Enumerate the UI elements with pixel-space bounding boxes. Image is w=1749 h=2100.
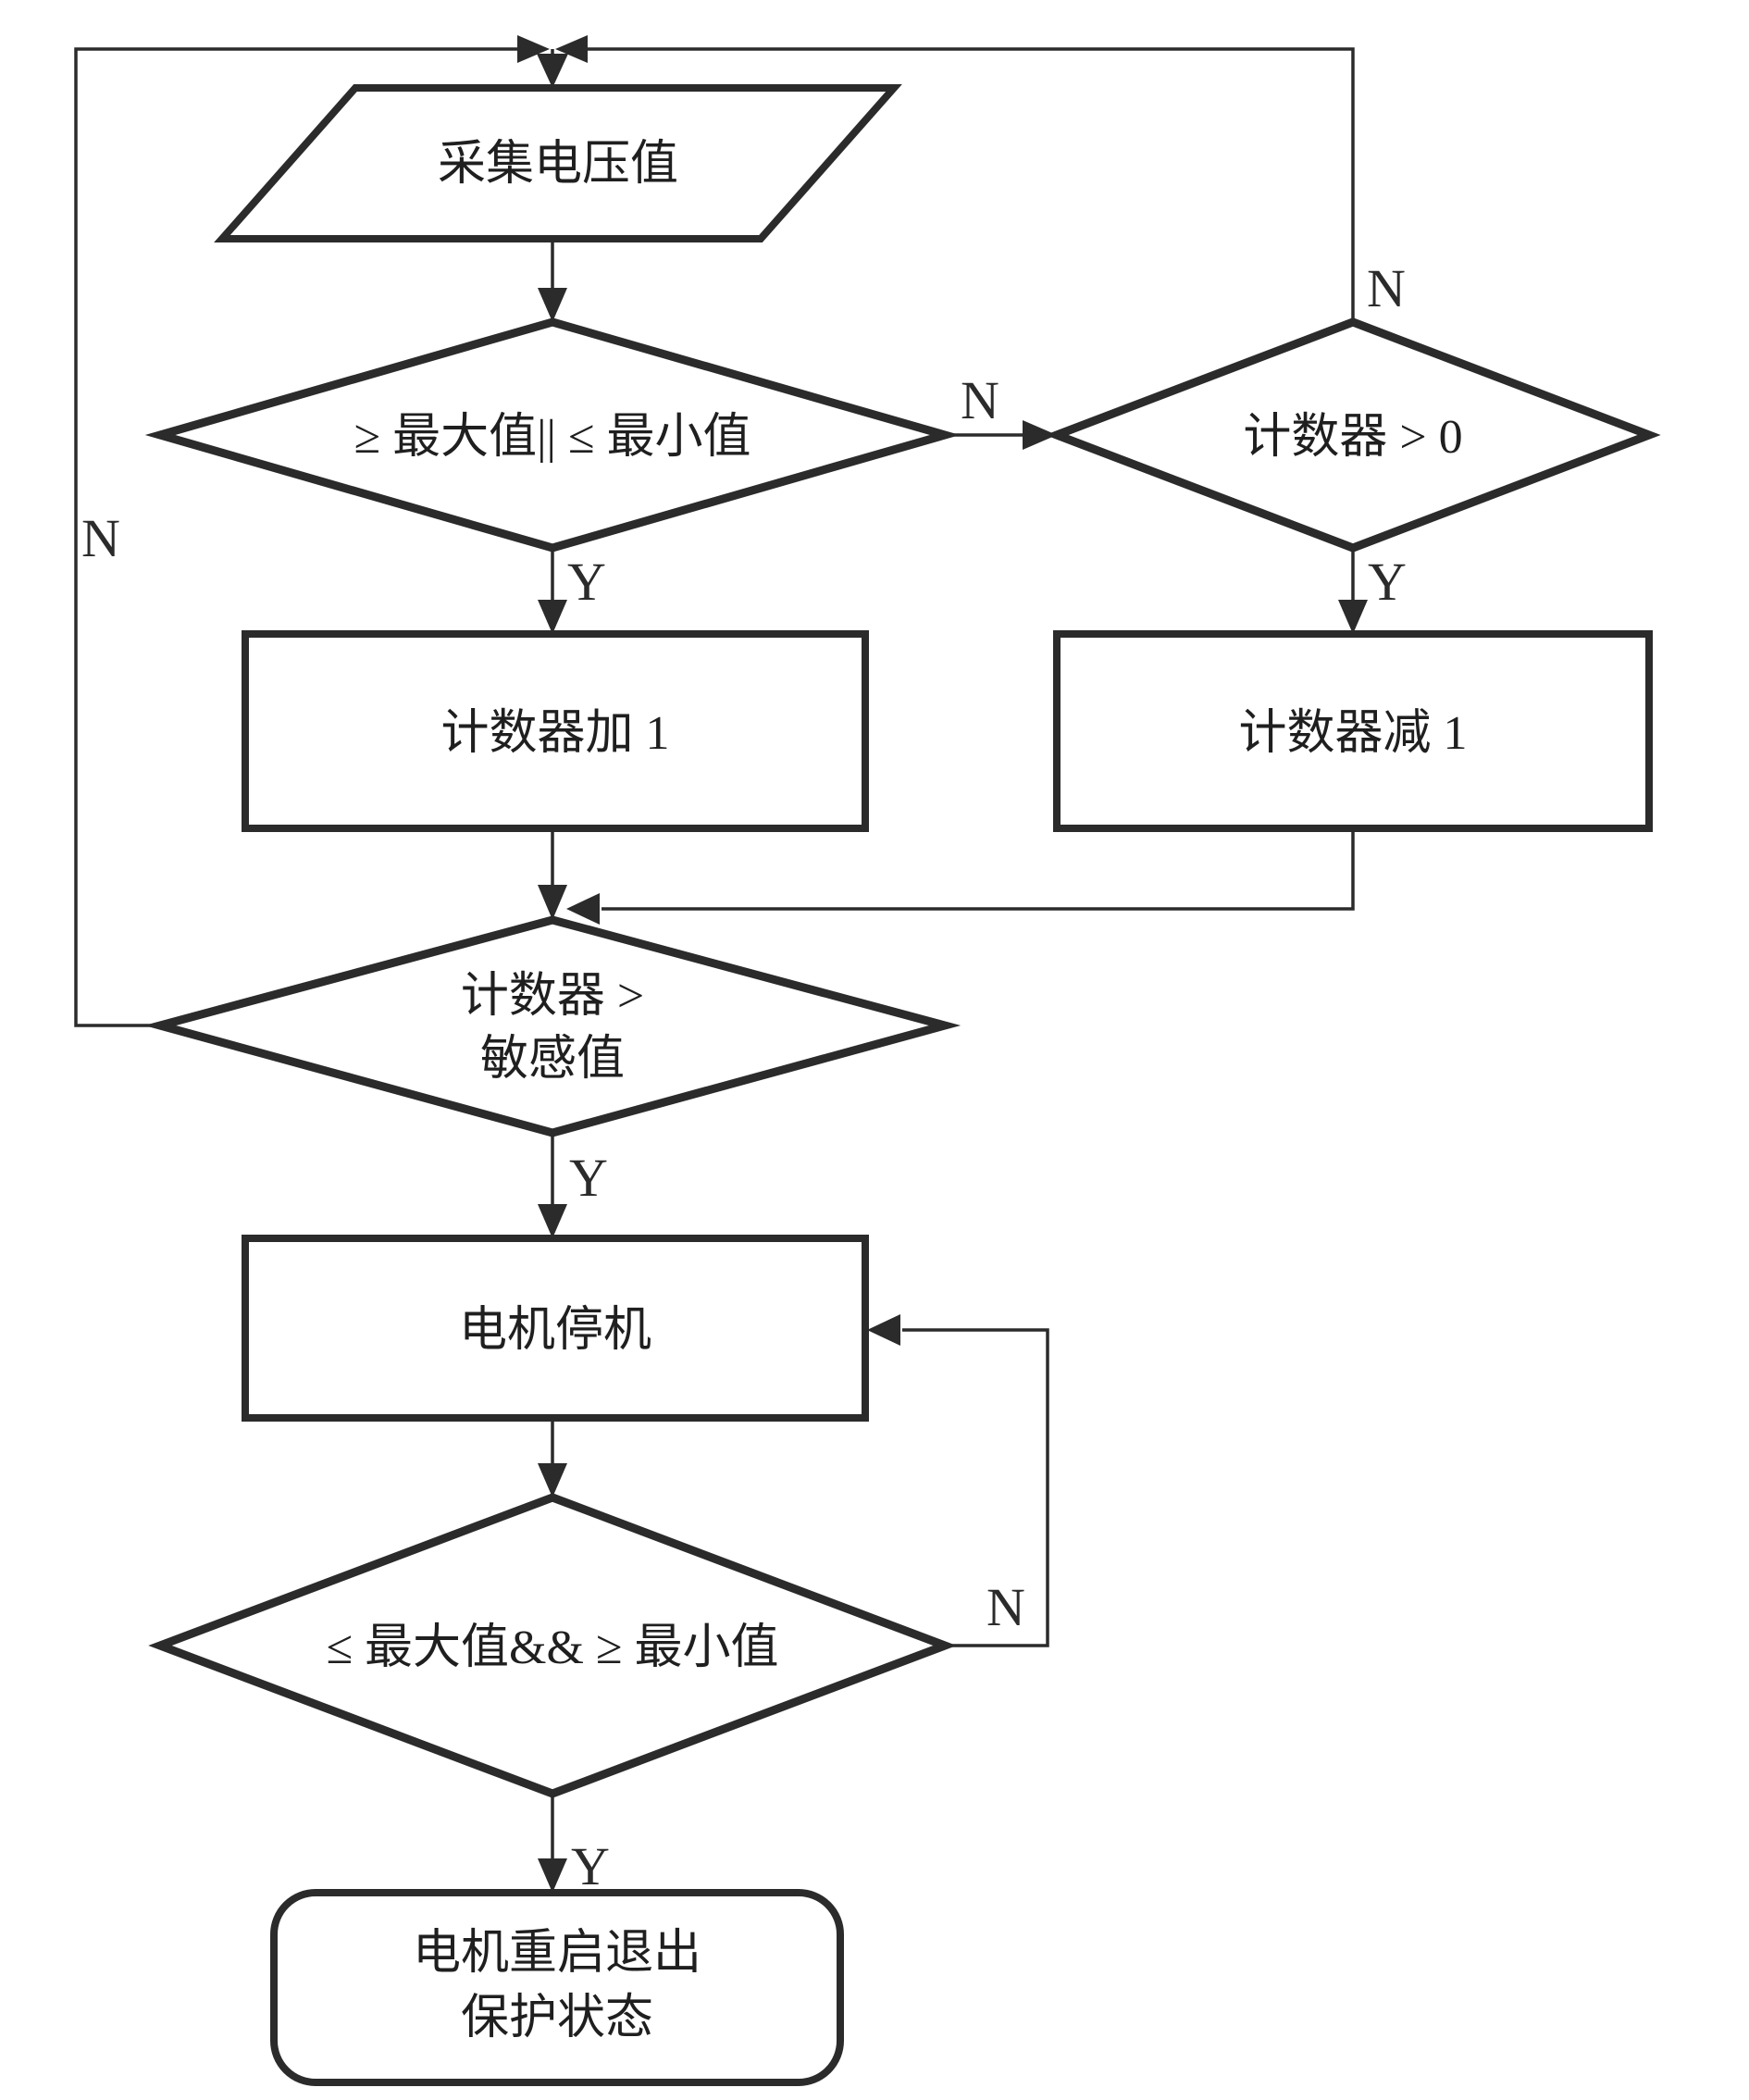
node-counter-inc-label: 计数器加 1: [440, 707, 669, 760]
node-counter-positive-shape: [1045, 317, 1661, 553]
arrowhead-into-inc-icon: [538, 600, 567, 634]
node-motor-restart-shape: [270, 1889, 844, 2086]
node-motor-stop-label: 电机停机: [459, 1304, 651, 1357]
edge-label-recovery-no: N: [986, 1577, 1025, 1637]
node-collect-label: 采集电压值: [438, 138, 678, 191]
edge-counter-no-loop: [587, 47, 1355, 322]
node-limit-check-label: ≥ 最大值|| ≤ 最小值: [354, 411, 751, 464]
arrowhead-junction-right-icon: [517, 35, 550, 63]
edge-label-counter-no: N: [1367, 258, 1406, 318]
edge-label-limit-yes: Y: [567, 552, 606, 612]
edge-label-sensitive-no: N: [81, 508, 120, 568]
node-motor-stop-shape: [242, 1235, 869, 1422]
arrowhead-into-recovery-icon: [538, 1463, 567, 1497]
node-counter-sensitive-label-line2: 敏感值: [480, 1033, 625, 1086]
node-counter-positive-label: 计数器 > 0: [1243, 411, 1462, 464]
node-counter-dec-shape: [1053, 630, 1653, 832]
node-collect-shape: [214, 84, 902, 242]
node-limit-check-shape: [144, 317, 961, 553]
node-counter-sensitive-label-line1: 计数器 >: [461, 970, 644, 1023]
arrowhead-into-dec-icon: [1338, 600, 1368, 634]
node-counter-inc-shape: [242, 630, 869, 832]
edge-label-counter-yes: Y: [1368, 552, 1407, 612]
edge-recovery-no-loop: [902, 1328, 1049, 1647]
node-recovery-check-shape: [148, 1493, 957, 1798]
node-motor-restart-label-line1: 电机重启退出: [413, 1927, 701, 1980]
edge-label-recovery-yes: Y: [571, 1836, 610, 1896]
arrowhead-into-counter-icon: [1023, 420, 1057, 450]
arrowhead-into-restart-icon: [538, 1858, 567, 1893]
node-counter-sensitive-shape: [143, 915, 961, 1137]
edge-label-sensitive-yes: Y: [569, 1148, 608, 1208]
arrowhead-junction-left-icon: [555, 35, 588, 63]
arrowhead-into-sensitive-icon: [538, 885, 567, 920]
arrowhead-into-stop-icon: [538, 1204, 567, 1238]
edge-dec-to-merge: [602, 828, 1355, 911]
arrowhead-into-limit-icon: [538, 288, 567, 322]
arrowhead-into-collect-icon: [537, 54, 568, 88]
node-recovery-check-label: ≤ 最大值&& ≥ 最小值: [327, 1622, 779, 1674]
arrowhead-merge-left-icon: [566, 893, 600, 925]
node-counter-dec-label: 计数器减 1: [1238, 707, 1467, 760]
edge-label-limit-no: N: [961, 370, 999, 430]
edge-sensitive-no-loop: [74, 47, 518, 1027]
node-motor-restart-label-line2: 保护状态: [461, 1992, 653, 2044]
arrowhead-into-stop-right-icon: [867, 1314, 900, 1346]
